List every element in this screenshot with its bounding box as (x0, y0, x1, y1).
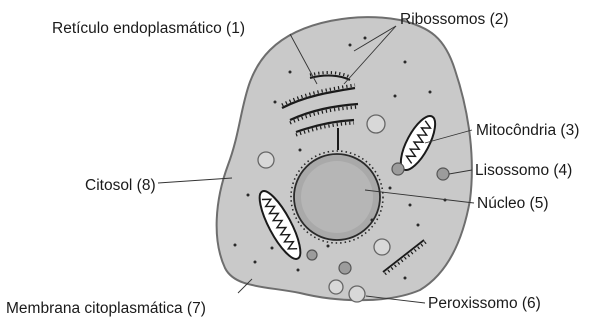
lysosome (307, 250, 317, 260)
label-peroxissomo: Peroxissomo (6) (428, 295, 541, 312)
vesicle (374, 239, 390, 255)
lysosome (392, 163, 404, 175)
label-citosol: Citosol (8) (85, 177, 156, 194)
vesicle (258, 152, 274, 168)
label-reticulo-endoplasmatico: Retículo endoplasmático (1) (52, 20, 245, 37)
label-ribossomos: Ribossomos (2) (400, 11, 509, 28)
vesicle (367, 115, 385, 133)
label-nucleo: Núcleo (5) (477, 195, 549, 212)
peroxisome (349, 286, 365, 302)
peroxisome (329, 280, 343, 294)
lysosome (437, 168, 449, 180)
nucleus (291, 151, 383, 243)
label-membrana-citoplasmatica: Membrana citoplasmática (7) (6, 300, 206, 317)
label-lisossomo: Lisossomo (4) (475, 162, 572, 179)
leader-citosol (158, 178, 232, 183)
lysosome (339, 262, 351, 274)
label-mitocondria: Mitocôndria (3) (476, 122, 579, 139)
